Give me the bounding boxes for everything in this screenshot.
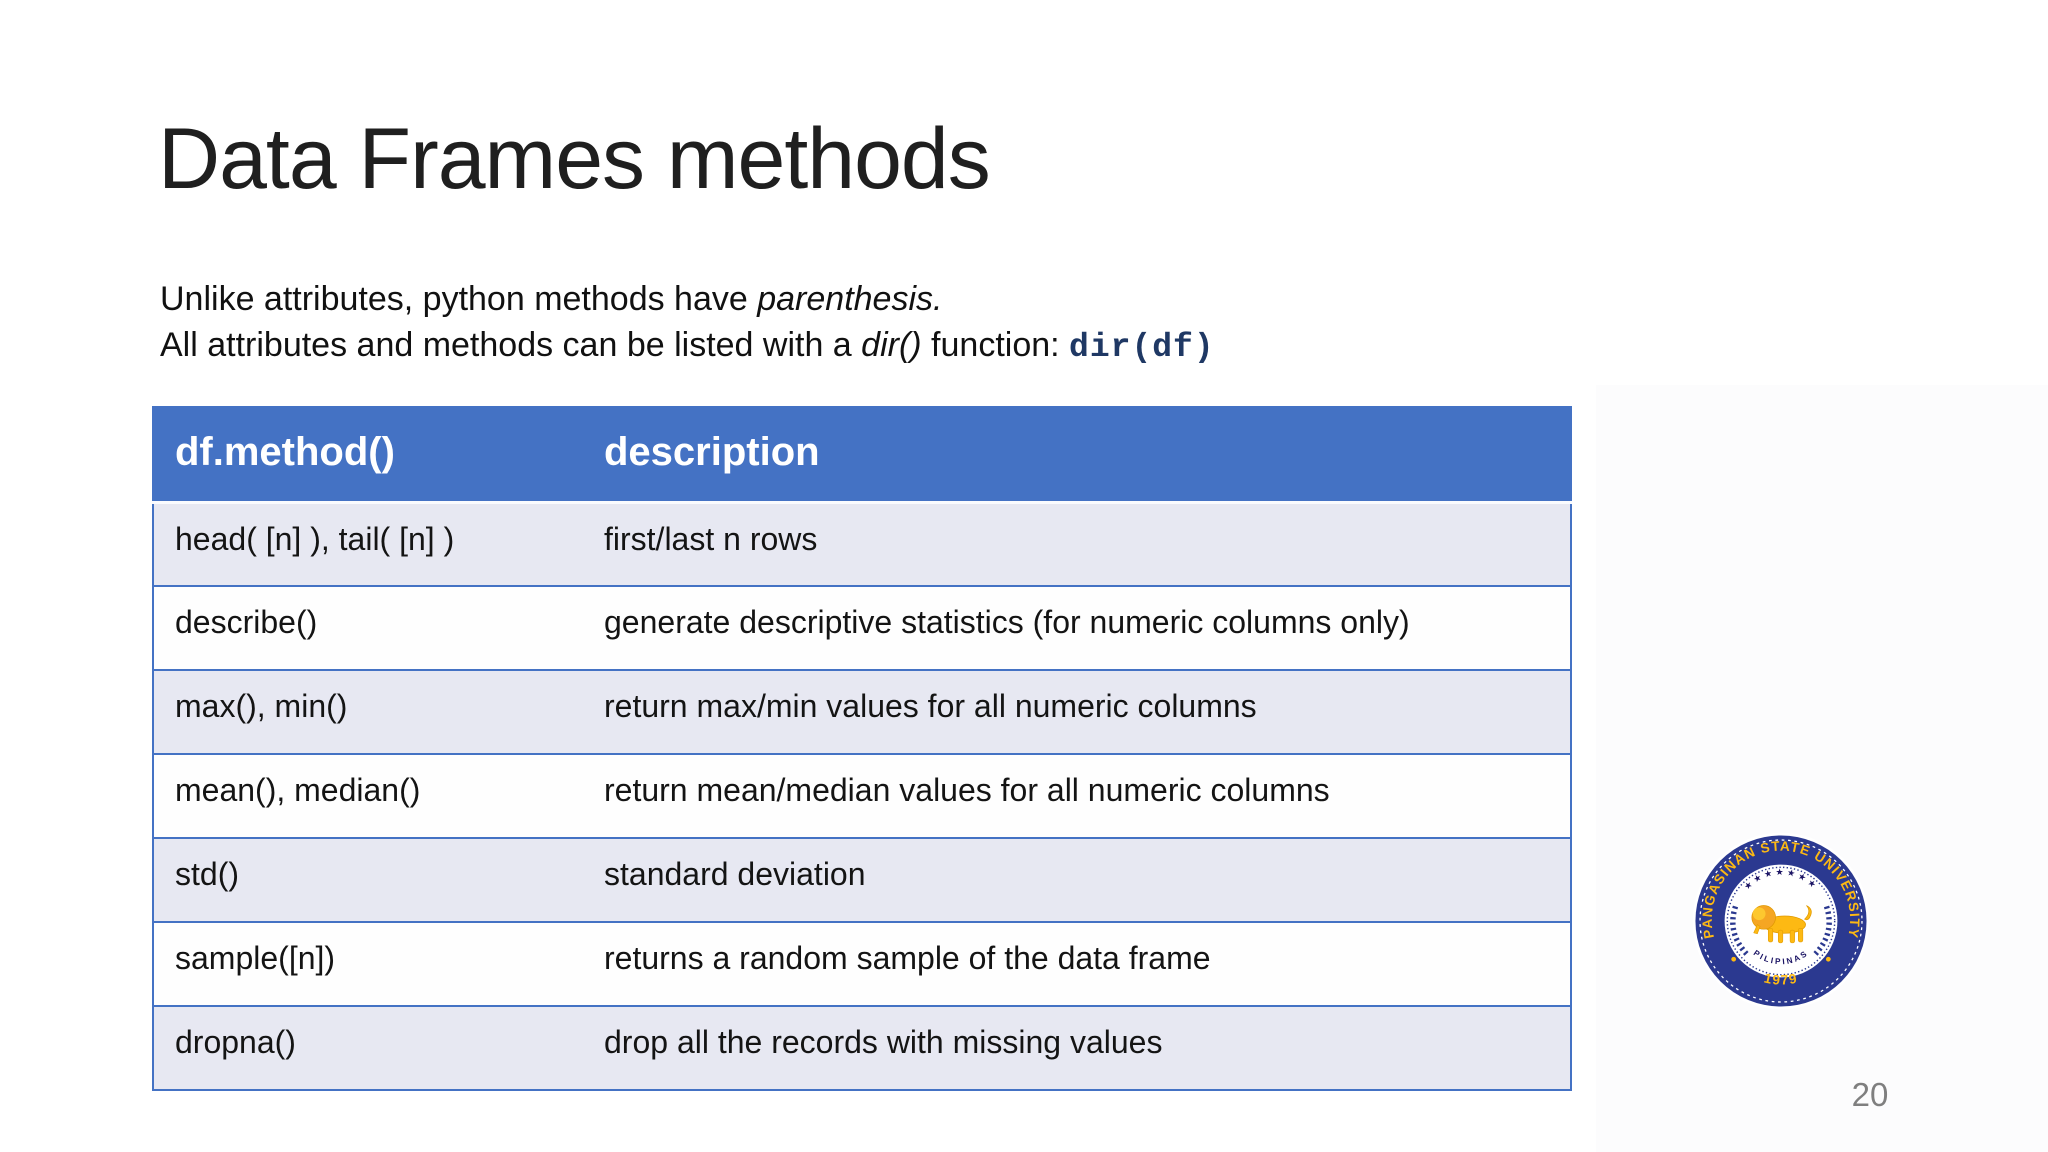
- intro-text: Unlike attributes, python methods have p…: [160, 276, 1215, 371]
- lion-leg: [1777, 929, 1784, 944]
- page-number: 20: [1851, 1076, 1889, 1113]
- header-cell-method: df.method(): [153, 407, 590, 504]
- logo-inner-chain: [1726, 866, 1836, 976]
- intro-line1-text: Unlike attributes, python methods have: [160, 280, 758, 318]
- table-row: sample([n])returns a random sample of th…: [153, 921, 1571, 1006]
- lion-foreleg: [1753, 924, 1761, 935]
- intro-line2-text2: function:: [921, 326, 1070, 364]
- method-cell: max(), min(): [153, 669, 590, 754]
- description-cell: drop all the records with missing values: [590, 1005, 1571, 1090]
- method-cell: mean(), median(): [153, 753, 590, 838]
- methods-table-header: df.method() description: [153, 407, 1571, 504]
- table-row: max(), min()return max/min values for al…: [153, 669, 1571, 754]
- lion-head: [1752, 907, 1766, 921]
- table-row: dropna()drop all the records with missin…: [153, 1005, 1571, 1090]
- table-row: head( [n] ), tail( [n] ) first/last n row…: [153, 502, 1571, 586]
- lion-leg: [1767, 928, 1774, 943]
- intro-line-2: All attributes and methods can be listed…: [160, 322, 1215, 371]
- methods-table: df.method() description head( [n] ), tai…: [152, 406, 1572, 1091]
- description-cell: standard deviation: [590, 837, 1571, 922]
- table-row: mean(), median()return mean/median value…: [153, 753, 1571, 838]
- method-cell: describe(): [153, 585, 590, 670]
- lion-leg: [1798, 928, 1804, 943]
- logo-year-dot-right: [1825, 956, 1831, 962]
- logo-year-dot-left: [1731, 956, 1737, 962]
- description-cell: generate descriptive statistics (for num…: [590, 585, 1571, 670]
- table-row: describe()generate descriptive statistic…: [153, 585, 1571, 670]
- description-cell: return mean/median values for all numeri…: [590, 753, 1571, 838]
- slide-title: Data Frames methods: [158, 111, 991, 207]
- method-cell: std(): [153, 837, 590, 922]
- intro-line1-italic: parenthesis.: [757, 280, 943, 318]
- table-row: std()standard deviation: [153, 837, 1571, 922]
- intro-line2-italic: dir(): [861, 326, 922, 364]
- description-cell: first/last n rows: [604, 520, 818, 557]
- intro-line2-text: All attributes and methods can be listed…: [160, 326, 862, 364]
- logo-year: 1979: [1763, 971, 1800, 988]
- method-cell: dropna(): [153, 1005, 590, 1090]
- lion-tail: [1804, 905, 1812, 921]
- intro-line-1: Unlike attributes, python methods have p…: [160, 276, 1215, 322]
- lion-emblem: [1751, 905, 1812, 944]
- description-cell: returns a random sample of the data fram…: [590, 921, 1571, 1006]
- right-margin-panel: [1596, 385, 2048, 1152]
- lion-leg: [1789, 929, 1795, 944]
- university-logo: PANGASINAN STATE UNIVERSITY ★★★★★★★ PILI…: [1692, 832, 1870, 1010]
- method-cell: head( [n] ), tail( [n] ): [175, 520, 455, 557]
- intro-line2-code: dir(df): [1069, 329, 1215, 366]
- header-row: df.method() description: [153, 407, 1571, 504]
- method-cell: sample([n]): [153, 921, 590, 1006]
- methods-table-body: head( [n] ), tail( [n] ) first/last n row…: [153, 502, 1571, 1090]
- description-cell: return max/min values for all numeric co…: [590, 669, 1571, 754]
- header-cell-description: description: [590, 407, 1571, 504]
